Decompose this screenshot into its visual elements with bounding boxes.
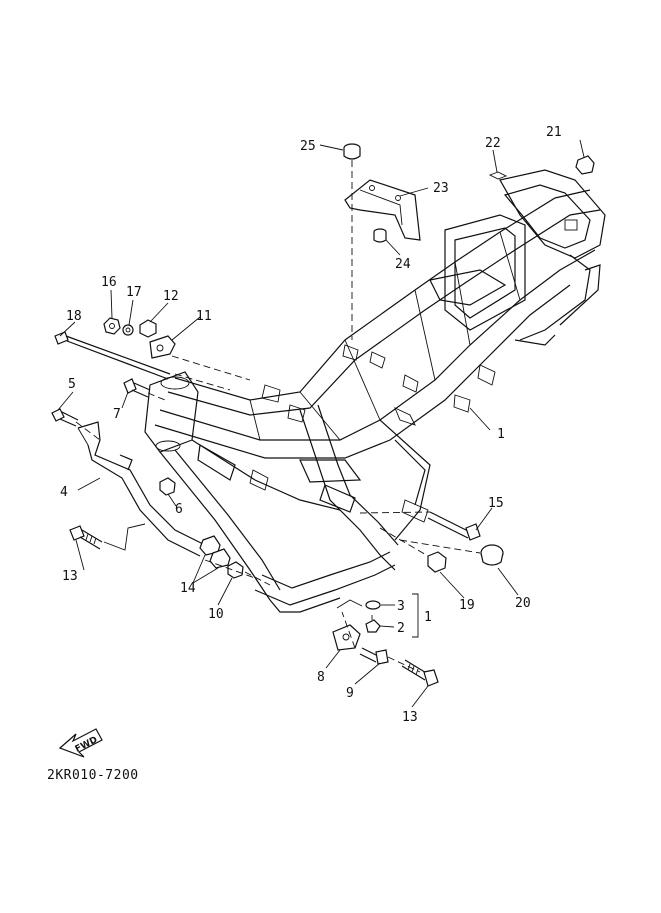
- callout-21: 21: [546, 125, 562, 140]
- callout-22: 22: [485, 136, 501, 151]
- bolt-part-13-right: [401, 659, 439, 687]
- callout-6: 6: [175, 502, 183, 517]
- bolt-part-7: [123, 378, 151, 398]
- callout-1-frame: 1: [497, 427, 505, 442]
- callout-13-left: 13: [62, 569, 78, 584]
- front-downtube-part-4: [77, 421, 206, 557]
- leader-lines: [57, 139, 585, 708]
- callout-18: 18: [66, 309, 82, 324]
- bolt-part-15: [427, 511, 481, 541]
- plate-part-11: [149, 335, 176, 359]
- bolt-part-9: [359, 647, 389, 665]
- drawing-code: 2KR010-7200: [47, 768, 139, 783]
- callout-25: 25: [300, 139, 316, 154]
- callout-2: 2: [397, 621, 405, 636]
- damper-part-24: [373, 228, 387, 243]
- bolt-part-18: [54, 331, 171, 380]
- fwd-arrow-icon: FWD: [58, 728, 103, 758]
- callout-8: 8: [317, 670, 325, 685]
- callout-1-assembly: 1: [424, 610, 432, 625]
- nut-part-19: [427, 551, 447, 573]
- collar-part-14: [199, 535, 231, 569]
- callout-3: 3: [397, 599, 405, 614]
- callout-16: 16: [101, 275, 117, 290]
- washer-part-3: [365, 600, 381, 610]
- bracket-part-8: [332, 624, 361, 651]
- callout-15: 15: [488, 496, 504, 511]
- callout-9: 9: [346, 686, 354, 701]
- callout-5: 5: [68, 377, 76, 392]
- damper-part-25: [343, 143, 361, 160]
- label-part-22: [488, 171, 508, 180]
- nut-part-6: [159, 477, 176, 496]
- washer-part-17: [122, 324, 134, 336]
- callout-10: 10: [208, 607, 224, 622]
- main-frame: [144, 169, 606, 613]
- nut-part-12: [139, 319, 157, 338]
- callout-14: 14: [180, 581, 196, 596]
- callout-13-right: 13: [402, 710, 418, 725]
- callout-19: 19: [459, 598, 475, 613]
- callout-24: 24: [395, 257, 411, 272]
- callout-7: 7: [113, 407, 121, 422]
- callout-20: 20: [515, 596, 531, 611]
- callout-4: 4: [60, 485, 68, 500]
- bolt-part-2: [365, 615, 381, 633]
- bolt-part-5: [51, 408, 79, 427]
- callout-12: 12: [163, 289, 179, 304]
- bracket-part-23: [344, 179, 421, 241]
- cap-part-20: [480, 544, 504, 566]
- nut-part-21: [575, 155, 595, 175]
- callout-11: 11: [196, 309, 212, 324]
- bolt-part-13-left: [69, 525, 103, 550]
- callout-17: 17: [126, 285, 142, 300]
- nut-part-16: [103, 317, 121, 335]
- callout-23: 23: [433, 181, 449, 196]
- nut-part-10: [227, 561, 244, 579]
- callout-labels: 25 23 24 22 21 16 17 12 11 18 5 7 1 4 6 …: [60, 125, 562, 725]
